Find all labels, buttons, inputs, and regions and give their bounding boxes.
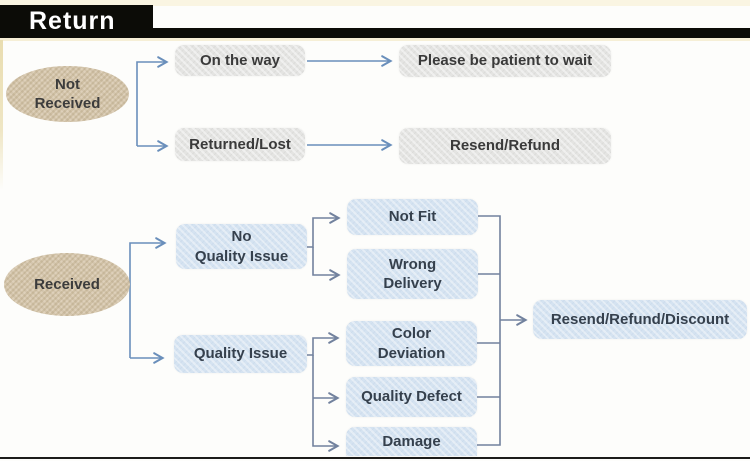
node-resend-refund-discount: Resend/Refund/Discount: [533, 300, 747, 339]
node-not-fit: Not Fit: [347, 199, 478, 235]
node-damage: Damage: [346, 427, 477, 456]
node-wrong-delivery: Wrong Delivery: [347, 249, 478, 299]
return-banner: Return: [0, 5, 153, 38]
node-resend-refund: Resend/Refund: [399, 128, 611, 164]
node-please-be-patient: Please be patient to wait: [399, 45, 611, 77]
banner-title: Return: [29, 7, 116, 35]
bottom-border-line: [0, 457, 750, 459]
left-edge-stripe: [0, 40, 3, 190]
node-returned-lost: Returned/Lost: [175, 128, 305, 161]
node-on-the-way: On the way: [175, 45, 305, 76]
node-received: Received: [4, 253, 130, 316]
node-no-quality-issue: No Quality Issue: [176, 224, 307, 269]
node-quality-issue: Quality Issue: [174, 335, 307, 373]
node-color-deviation: Color Deviation: [346, 321, 477, 366]
top-cream-strip: [0, 0, 750, 6]
banner-extension-bar: [153, 28, 750, 38]
node-quality-defect: Quality Defect: [346, 377, 477, 417]
banner-underline: [0, 38, 750, 41]
node-not-received: Not Received: [6, 66, 129, 122]
